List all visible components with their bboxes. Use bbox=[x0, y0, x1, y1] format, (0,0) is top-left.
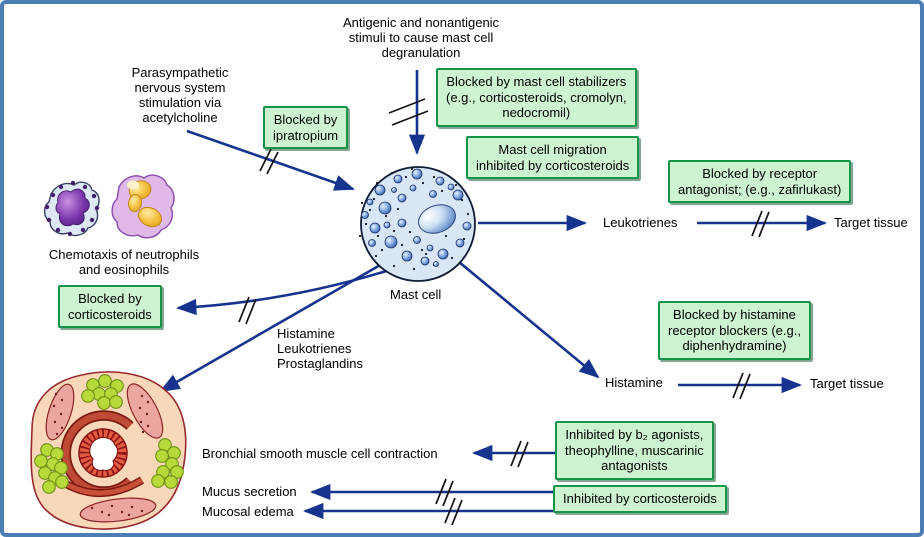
label-mucus-secretion: Mucus secretion bbox=[202, 484, 297, 499]
box-mast-cell-migration: Mast cell migration inhibited by cortico… bbox=[466, 136, 640, 179]
blocked-slash-histamine bbox=[732, 372, 751, 400]
label-bronchial-contraction: Bronchial smooth muscle cell contraction bbox=[202, 446, 438, 461]
mast-cell-illustration bbox=[358, 166, 476, 282]
label-chemotaxis: Chemotaxis of neutrophils and eosinophil… bbox=[48, 247, 200, 277]
box-corticosteroids-secretion: Inhibited by corticosteroids bbox=[553, 485, 727, 513]
label-mast-cell: Mast cell bbox=[390, 287, 442, 302]
blocked-slash-contraction bbox=[510, 440, 529, 468]
arrow-mastcell-to-histamine bbox=[458, 260, 600, 379]
blocked-slash-stimuli bbox=[388, 98, 429, 126]
arrow-mastcell-to-chemotaxis bbox=[175, 266, 397, 316]
blocked-slash-parasympathetic bbox=[259, 148, 279, 175]
blocked-slash-edema bbox=[444, 497, 463, 526]
arrow-mastcell-to-bronchiole bbox=[159, 262, 383, 393]
label-mediators: Histamine Leukotrienes Prostaglandins bbox=[277, 326, 363, 371]
arrow-parasympathetic-to-mastcell bbox=[186, 129, 355, 191]
label-target-tissue-top: Target tissue bbox=[834, 215, 908, 230]
box-blocked-by-ipratropium: Blocked by ipratropium bbox=[263, 106, 349, 149]
diagram-graphics bbox=[30, 70, 828, 530]
label-antigenic-stimuli: Antigenic and nonantigenic stimuli to ca… bbox=[342, 15, 500, 60]
box-b2-agonists: Inhibited by b₂ agonists, theophylline, … bbox=[555, 421, 714, 480]
label-leukotrienes: Leukotrienes bbox=[603, 215, 678, 230]
bronchiole-illustration bbox=[30, 371, 187, 530]
label-mucosal-edema: Mucosal edema bbox=[202, 504, 294, 519]
label-histamine: Histamine bbox=[605, 375, 663, 390]
box-mast-cell-stabilizers: Blocked by mast cell stabilizers (e.g., … bbox=[436, 68, 637, 127]
box-histamine-blockers: Blocked by histamine receptor blockers (… bbox=[658, 301, 811, 360]
eosinophil-illustration bbox=[111, 174, 175, 239]
blocked-slash-mucus bbox=[435, 478, 454, 507]
blockade-slashes bbox=[238, 98, 770, 526]
blocked-slash-chemotaxis bbox=[238, 296, 257, 325]
blocked-slash-leukotrienes bbox=[751, 210, 770, 238]
label-parasympathetic: Parasympathetic nervous system stimulati… bbox=[131, 65, 229, 125]
label-target-tissue-bottom: Target tissue bbox=[810, 376, 884, 391]
box-receptor-antagonist: Blocked by receptor antagonist; (e.g., z… bbox=[668, 160, 852, 203]
box-chemotaxis-blocked: Blocked by corticosteroids bbox=[58, 285, 162, 328]
neutrophil-illustration bbox=[43, 180, 100, 237]
